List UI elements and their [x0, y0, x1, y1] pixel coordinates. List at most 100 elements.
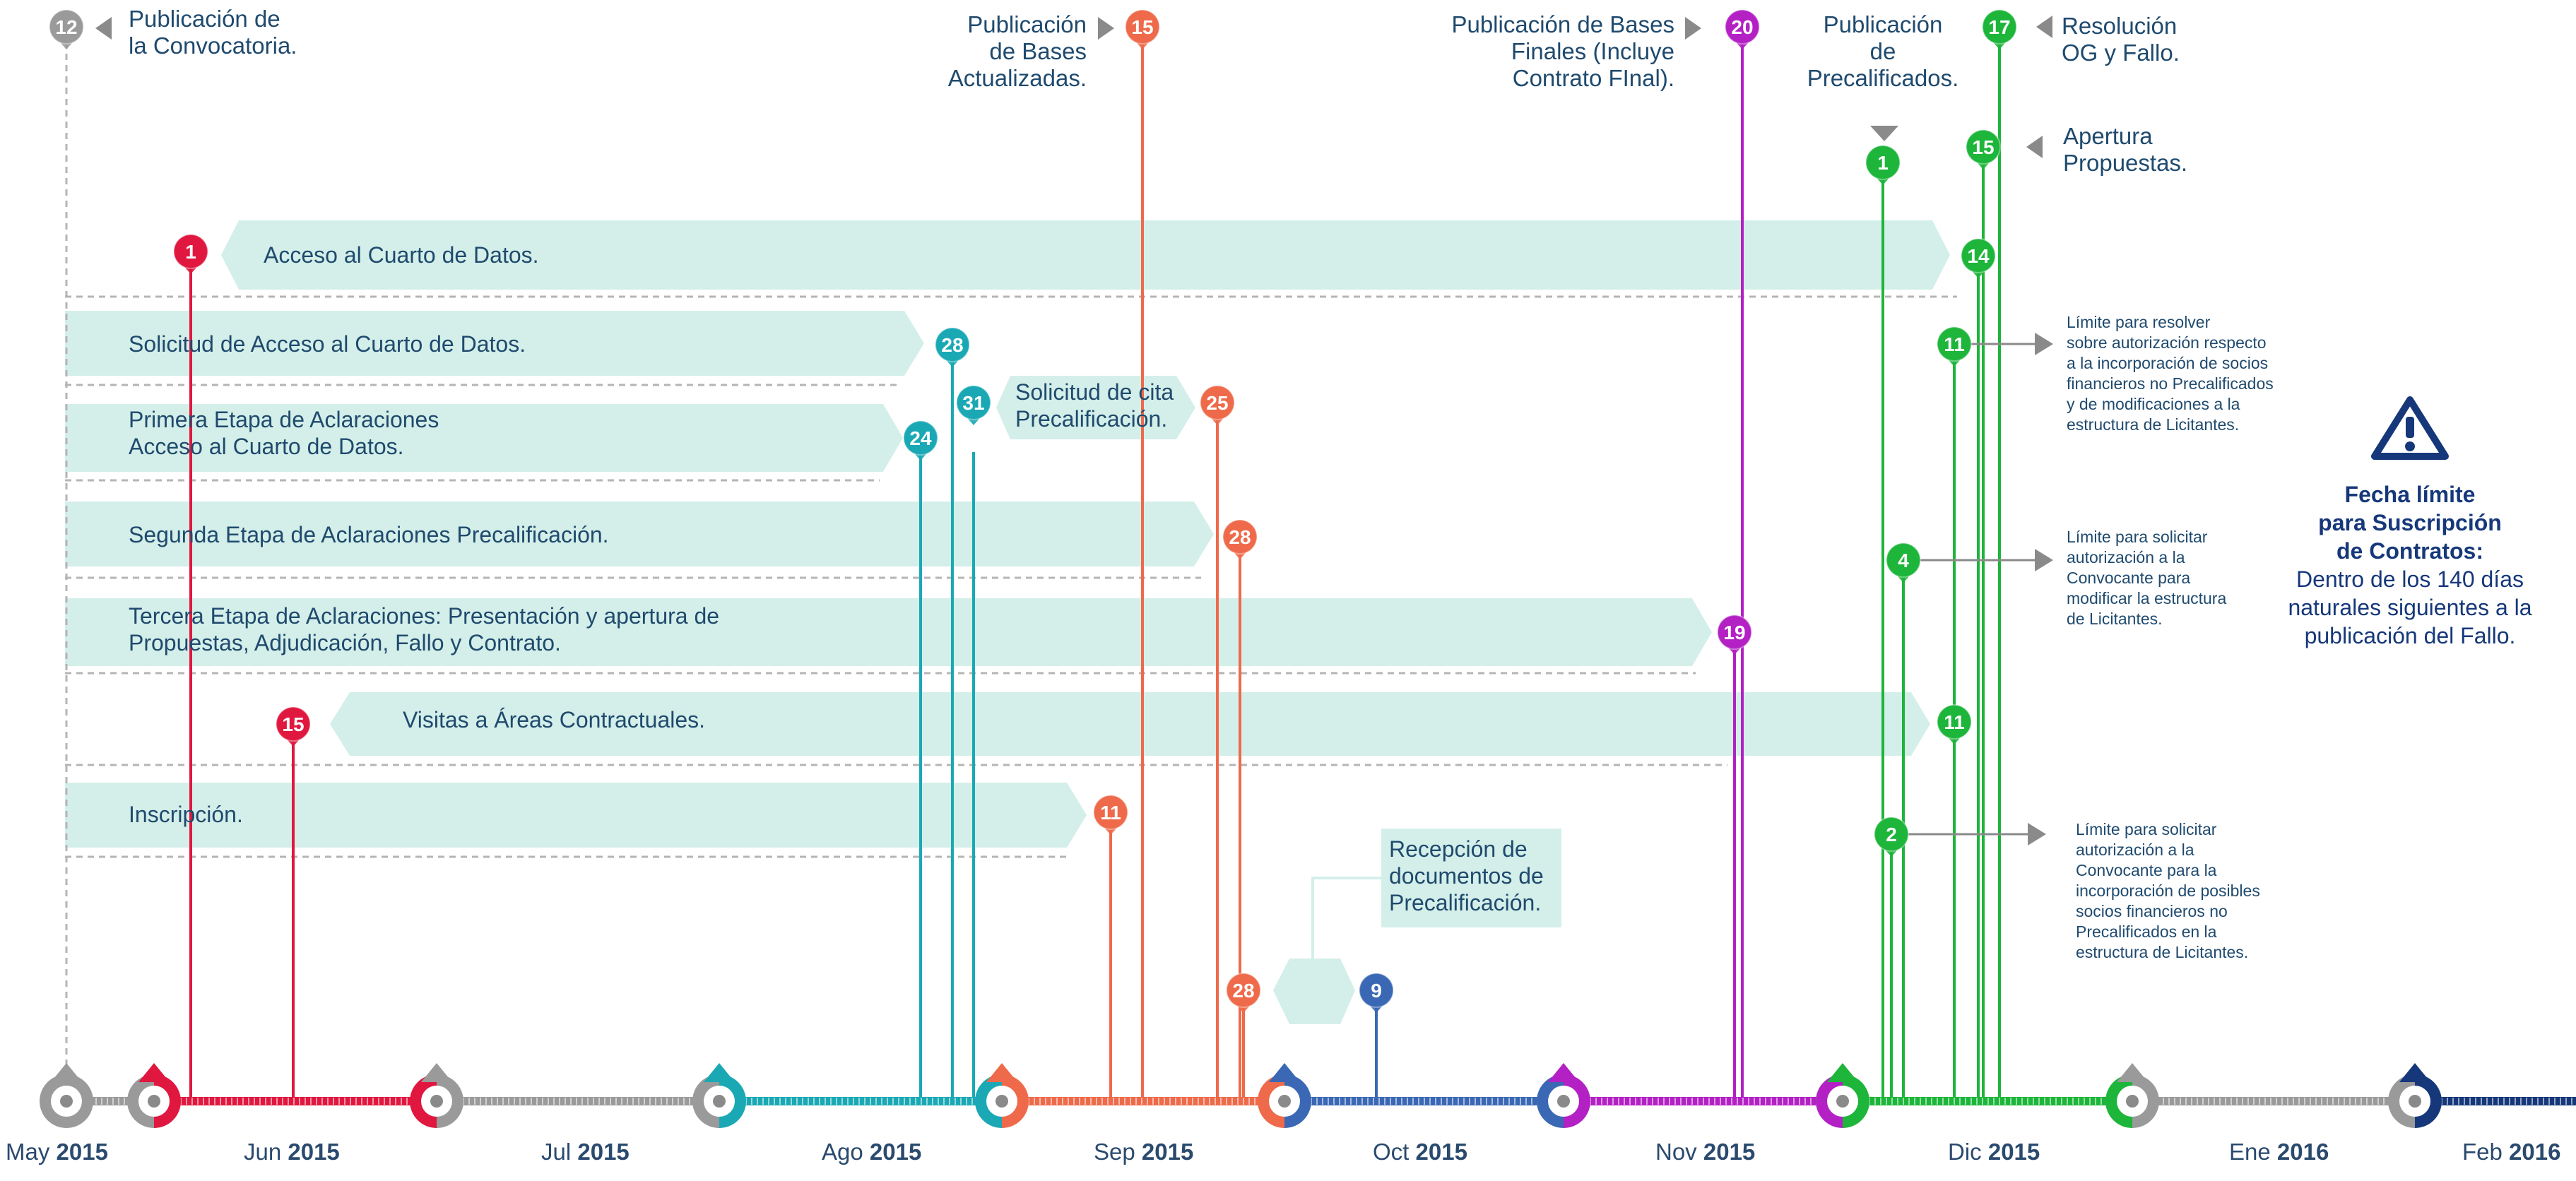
badge-1: 1: [173, 234, 208, 274]
month-name: Sep: [1094, 1139, 1142, 1165]
badge-number: 20: [1731, 16, 1753, 38]
month-marker: [410, 1063, 463, 1128]
badge-11: 11: [1937, 326, 1972, 367]
header-apertura-propuestas: Apertura Propuestas.: [2063, 123, 2188, 176]
month-label-ene: Ene 2016: [2229, 1139, 2329, 1165]
badge-28: 28: [1222, 519, 1258, 559]
badge-number: 28: [941, 334, 963, 356]
month-year: 2015: [288, 1139, 340, 1165]
arrow-left-convocatoria: [95, 17, 112, 40]
arrow-markers: [95, 16, 2053, 845]
dashed-guides: [65, 42, 1957, 1091]
month-year: 2015: [869, 1139, 922, 1165]
badge-number: 1: [1877, 152, 1889, 174]
timeline-axis: [40, 1063, 2576, 1128]
label-solicitud-cita: Solicitud de cita Precalificación.: [1015, 379, 1174, 432]
badge-28: 28: [935, 327, 970, 367]
month-label-nov: Nov 2015: [1655, 1139, 1755, 1165]
note-limite-resolver: Límite para resolver sobre autorización …: [2067, 313, 2274, 434]
badge-4: 4: [1886, 542, 1921, 583]
badge-number: 15: [282, 713, 304, 735]
month-label-dic: Dic 2015: [1948, 1139, 2040, 1165]
header-publicacion-bases-finales: Publicación de Bases Finales (Incluye Co…: [1451, 11, 1674, 91]
month-name: Oct: [1373, 1139, 1416, 1165]
note-limite-incorporacion: Límite para solicitar autorización a la …: [2076, 820, 2260, 961]
month-label-sep: Sep 2015: [1094, 1139, 1193, 1165]
badge-number: 12: [55, 16, 77, 38]
bar-acceso-cuarto: [221, 220, 1950, 290]
month-year: 2016: [2509, 1139, 2561, 1165]
header-resolucion-og-fallo: Resolución OG y Fallo.: [2062, 13, 2180, 66]
bar-primera-etapa: [65, 404, 903, 472]
month-name: Jun: [244, 1139, 288, 1165]
month-year: 2015: [56, 1139, 108, 1165]
event-lines: [189, 42, 2001, 1097]
badge-15: 15: [1966, 129, 2001, 170]
badge-number: 24: [909, 427, 932, 449]
bar-visitas: [330, 692, 1930, 756]
month-marker: [1816, 1063, 1869, 1128]
bar-label-primera-etapa: Primera Etapa de Aclaraciones Acceso al …: [129, 407, 439, 459]
arrow-right-bases-act: [1098, 17, 1114, 40]
warning-icon: [2371, 396, 2449, 460]
badge-number: 14: [1967, 245, 1990, 267]
month-marker: [692, 1063, 746, 1128]
bar-label-acceso-cuarto: Acceso al Cuarto de Datos.: [264, 242, 539, 268]
arrow-right-bases-finales: [1685, 17, 1701, 40]
month-name: Ago: [822, 1139, 870, 1165]
month-marker: [1258, 1063, 1311, 1128]
badge-number: 25: [1206, 392, 1228, 414]
month-name: Nov: [1655, 1139, 1703, 1165]
badge-number: 9: [1371, 980, 1382, 1002]
badge-1: 1: [1865, 145, 1901, 185]
month-year: 2015: [1141, 1139, 1194, 1165]
badge-12: 12: [49, 9, 84, 49]
hexagon-recepcion: [1273, 959, 1355, 1024]
bar-label-tercera-etapa: Tercera Etapa de Aclaraciones: Presentac…: [129, 603, 720, 655]
month-label-may: May 2015: [6, 1139, 108, 1165]
badge-31: 31: [956, 385, 991, 425]
badge-number: 15: [1131, 16, 1153, 38]
bar-tercera-etapa: [65, 598, 1712, 666]
badge-15: 15: [276, 706, 311, 747]
month-label-ago: Ago 2015: [822, 1139, 921, 1165]
bars: [65, 220, 1950, 1024]
month-year: 2015: [1703, 1139, 1756, 1165]
badge-number: 2: [1886, 824, 1897, 845]
header-publicacion-bases-actualizadas: Publicación de Bases Actualizadas.: [947, 11, 1087, 91]
badge-number: 11: [1944, 333, 1965, 355]
month-marker: [1537, 1063, 1590, 1128]
badge-19: 19: [1717, 615, 1752, 655]
badge-25: 25: [1200, 385, 1235, 425]
badge-number: 1: [185, 241, 196, 263]
month-name: Dic: [1948, 1139, 1988, 1165]
bar-label-solicitud-acceso: Solicitud de Acceso al Cuarto de Datos.: [129, 331, 526, 357]
badge-24: 24: [903, 420, 938, 461]
note-limite-modificar: Límite para solicitar autorización a la …: [2067, 528, 2227, 628]
header-publicacion-convocatoria: Publicación de la Convocatoria.: [129, 6, 297, 59]
badge-number: 11: [1100, 802, 1121, 824]
badge-15: 15: [1125, 9, 1160, 49]
badge-2: 2: [1874, 817, 1909, 857]
month-year: 2015: [577, 1139, 630, 1165]
month-name: Jul: [541, 1139, 578, 1165]
badge-number: 17: [1988, 16, 2010, 38]
month-year: 2016: [2276, 1139, 2329, 1165]
badge-number: 15: [1972, 136, 1994, 158]
bar-segunda-etapa: [65, 502, 1214, 566]
timeline-segment: [1282, 1097, 1561, 1105]
arrow-left-apertura: [2026, 136, 2043, 158]
badge-number: 31: [962, 392, 984, 414]
label-recepcion-documentos: Recepción de documentos de Precalificaci…: [1389, 836, 1544, 915]
bar-label-inscripcion: Inscripción.: [129, 802, 243, 827]
month-year: 2015: [1415, 1139, 1467, 1165]
month-label-jun: Jun 2015: [244, 1139, 340, 1165]
badge-number: 4: [1898, 550, 1909, 571]
month-marker: [127, 1063, 181, 1128]
badge-17: 17: [1982, 9, 2017, 49]
month-marker: [40, 1063, 93, 1128]
badge-9: 9: [1359, 973, 1394, 1013]
